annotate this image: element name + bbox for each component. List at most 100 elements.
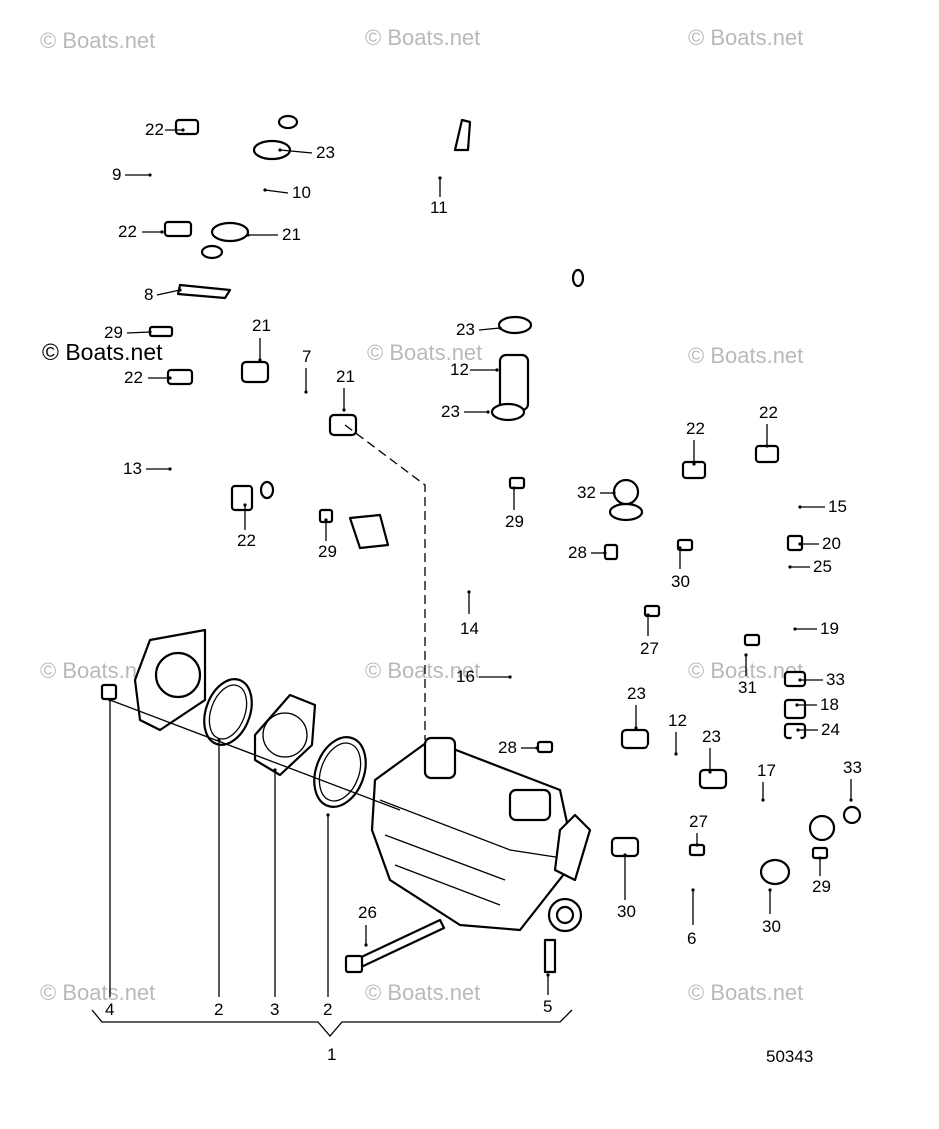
hose-12-upper — [490, 315, 533, 422]
leader-dot — [678, 546, 682, 550]
callout-number: 31 — [738, 678, 757, 697]
callout-23: 23 — [441, 402, 490, 421]
callout-29: 29 — [104, 323, 152, 342]
hose-10 — [210, 139, 292, 243]
leader-dot — [796, 728, 800, 732]
callout-17: 17 — [757, 761, 776, 802]
callout-number: 12 — [668, 711, 687, 730]
callout-7: 7 — [302, 347, 311, 394]
leader-dot — [148, 173, 152, 177]
callout-number: 13 — [123, 459, 142, 478]
callout-number: 12 — [450, 360, 469, 379]
callout-number: 29 — [812, 877, 831, 896]
leader-dot — [695, 843, 699, 847]
leader-dot — [535, 746, 539, 750]
heat-exchanger — [370, 736, 592, 974]
callout-25: 25 — [788, 557, 832, 576]
callout-number: 23 — [441, 402, 460, 421]
leader-dot — [168, 467, 172, 471]
callout-number: 8 — [144, 285, 153, 304]
fitting-8 — [176, 244, 232, 336]
watermark-layer: © Boats.net © Boats.net © Boats.net © Boats… — [40, 25, 803, 1005]
callout-14: 14 — [460, 590, 479, 638]
leader-dot — [108, 698, 112, 702]
hose-11 — [277, 77, 585, 311]
callout-number: 22 — [686, 419, 705, 438]
callout-26: 26 — [358, 903, 377, 947]
watermark-9: © Boats.net — [40, 980, 155, 1005]
callout-23: 23 — [627, 684, 646, 730]
watermark-prominent: © Boats.net — [42, 339, 163, 365]
leader-dot — [674, 752, 678, 756]
watermark-4: © Boats.net — [367, 340, 482, 365]
callout-number: 30 — [762, 917, 781, 936]
callout-number: 2 — [323, 1000, 332, 1019]
leader-dot — [768, 888, 772, 892]
hose-13 — [162, 368, 254, 520]
callout-12: 12 — [450, 360, 499, 379]
callout-28: 28 — [568, 543, 607, 562]
callout-6: 6 — [687, 888, 696, 948]
callout-number: 16 — [456, 667, 475, 686]
leader-dot — [744, 653, 748, 657]
callout-number: 23 — [627, 684, 646, 703]
hose-6 — [610, 836, 791, 903]
callout-number: 22 — [124, 368, 143, 387]
pipe-19 — [711, 530, 807, 740]
leader-dot — [273, 768, 277, 772]
leader-dot — [761, 798, 765, 802]
callout-number: 5 — [543, 997, 552, 1016]
watermark-2: © Boats.net — [365, 25, 480, 50]
leader-dot — [546, 973, 550, 977]
watermark-1: © Boats.net — [40, 28, 155, 53]
leader-dot — [304, 390, 308, 394]
watermark-7: © Boats.net — [365, 658, 480, 683]
assembly-bracket — [91, 1009, 573, 1037]
callout-11: 11 — [430, 176, 448, 217]
callout-number: 22 — [759, 403, 778, 422]
callout-number: 25 — [813, 557, 832, 576]
callout-number: 33 — [826, 670, 845, 689]
callout-number: 22 — [237, 531, 256, 550]
callout-number: 22 — [145, 120, 164, 139]
callout-number: 29 — [104, 323, 123, 342]
leader-dot — [798, 678, 802, 682]
o-ring-2-left — [203, 678, 253, 746]
leader-dot — [818, 856, 822, 860]
leader-dot — [692, 462, 696, 466]
pipe-17 — [723, 735, 862, 842]
leader-dot — [603, 551, 607, 555]
callout-23: 23 — [702, 727, 721, 774]
o-ring-2-right — [313, 736, 367, 808]
callout-number: 3 — [270, 1000, 279, 1019]
callout-number: 19 — [820, 619, 839, 638]
leader-line — [279, 149, 313, 154]
callout-30: 30 — [671, 546, 690, 591]
callout-number: 27 — [640, 639, 659, 658]
callout-number: 10 — [292, 183, 311, 202]
leader-dot — [623, 853, 627, 857]
leader-dot — [326, 813, 330, 817]
callout-5: 5 — [543, 973, 552, 1016]
leader-dot — [258, 358, 262, 362]
leader-dot — [765, 444, 769, 448]
callout-23: 23 — [456, 320, 502, 339]
dashed-guide-1 — [344, 424, 426, 740]
leader-dot — [178, 288, 182, 292]
callout-3: 3 — [270, 768, 279, 1019]
leader-line — [156, 289, 181, 296]
callout-number: 27 — [689, 812, 708, 831]
callout-number: 23 — [702, 727, 721, 746]
callout-number: 23 — [456, 320, 475, 339]
leader-dot — [217, 738, 221, 742]
callout-2: 2 — [323, 813, 332, 1019]
leader-dot — [798, 505, 802, 509]
callout-number: 26 — [358, 903, 377, 922]
callout-number: 4 — [105, 1000, 114, 1019]
leader-dot — [324, 518, 328, 522]
callout-18: 18 — [795, 695, 839, 714]
end-cover-4 — [133, 628, 207, 732]
leader-dot — [691, 888, 695, 892]
callout-1: 1 — [327, 1045, 336, 1064]
leader-dot — [508, 675, 512, 679]
